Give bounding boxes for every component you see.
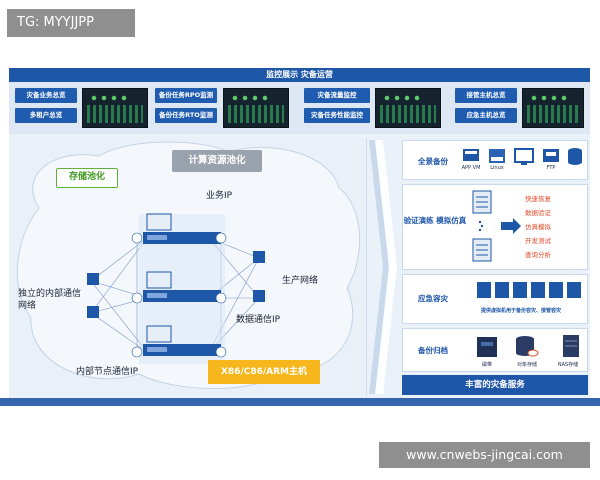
drill-simulation-block: 验证演练 模拟仿真 快速恢复 数据验证 仿真模拟 开发测试 查询分析 <box>402 184 588 270</box>
compute-pool-tag: 计算资源池化 <box>172 150 262 172</box>
data-ip-label: 数据通信IP <box>236 315 281 325</box>
drill-item-query-analysis: 查询分析 <box>525 251 551 259</box>
watermark-bottom-right: www.cnwebs-jingcai.com <box>379 442 590 468</box>
monitor-thumbnail-3 <box>375 88 441 128</box>
full-backup-label: 全景备份 <box>418 157 448 166</box>
drill-item-dev-test: 开发测试 <box>525 237 551 245</box>
full-backup-icons <box>463 148 582 165</box>
platform-tag: X86/C86/ARM主机 <box>208 360 320 384</box>
monitor-btn-rpo[interactable]: 备份任务RPO监测 <box>155 88 217 103</box>
monitor-title: 监控展示 灾备运营 <box>9 68 590 82</box>
network-switch-icons <box>87 251 265 318</box>
server-stack-icon <box>472 190 521 262</box>
watermark-top-left: TG: MYYJJPP <box>7 9 135 37</box>
monitor-btn-traffic[interactable]: 灾备流量监控 <box>304 88 370 103</box>
services-column: 全景备份 APP VM Linux FTP 验证演练 模拟仿真 快速恢复 数据验… <box>402 138 588 396</box>
monitor-thumbnail-4 <box>522 88 584 128</box>
server-node-3 <box>143 325 221 356</box>
archive-item-nas: NAS存储 <box>557 362 579 368</box>
business-ip-label: 业务IP <box>206 191 233 201</box>
full-backup-caption-3: FTP <box>546 165 556 171</box>
drill-item-fast-recovery: 快速恢复 <box>525 195 551 203</box>
emergency-recovery-block: 应急容灾 提供虚拟机用于备份容灾、接管容灾 <box>402 274 588 324</box>
vm-chip-row <box>477 282 581 298</box>
server-node-1 <box>143 213 221 244</box>
network-topology <box>16 141 361 390</box>
node-ip-label: 内部节点通信IP <box>76 367 139 377</box>
flow-arrow <box>369 140 397 394</box>
archive-item-tape: 磁带 <box>481 362 492 368</box>
independent-network-label: 独立的内部通信网络 <box>18 289 82 311</box>
monitor-btn-takeover[interactable]: 接管主机总览 <box>455 88 517 103</box>
monitor-btn-rto[interactable]: 备份任务RTO监测 <box>155 108 217 123</box>
monitor-thumbnail-2 <box>223 88 289 128</box>
node-circles <box>131 232 227 358</box>
drill-item-data-verify: 数据验证 <box>525 209 551 217</box>
backup-archive-label: 备份归档 <box>418 346 448 355</box>
drill-simulation-label: 验证演练 模拟仿真 <box>403 216 467 225</box>
full-backup-caption-1: Linux <box>490 165 504 171</box>
archive-icons <box>477 335 579 357</box>
monitor-thumbnail-1 <box>82 88 148 128</box>
emergency-caption: 提供虚拟机用于备份容灾、接管容灾 <box>481 308 562 314</box>
monitor-btn-tenants[interactable]: 多租户总览 <box>15 108 77 123</box>
services-banner: 丰富的灾备服务 <box>402 375 588 395</box>
monitor-btn-emergency[interactable]: 应急主机总览 <box>455 108 517 123</box>
full-backup-block: 全景备份 APP VM Linux FTP <box>402 140 588 180</box>
server-node-2 <box>143 271 221 302</box>
full-backup-caption-0: APP VM <box>461 165 481 171</box>
monitor-btn-overview[interactable]: 灾备业务总览 <box>15 88 77 103</box>
storage-pool-tag: 存储池化 <box>56 168 118 188</box>
drill-item-simulation: 仿真模拟 <box>525 223 551 231</box>
backup-archive-block: 备份归档 磁带 对象存储 NAS存储 <box>402 328 588 372</box>
archive-item-object-storage: 对象存储 <box>516 362 537 368</box>
bottom-accent-bar <box>0 398 600 406</box>
monitor-btn-performance[interactable]: 灾备任务性能监控 <box>304 108 370 123</box>
production-network-label: 生产网络 <box>282 276 319 286</box>
emergency-recovery-label: 应急容灾 <box>418 294 448 303</box>
monitor-strip: 灾备业务总览 多租户总览 备份任务RPO监测 备份任务RTO监测 灾备流量监控 … <box>9 82 590 134</box>
